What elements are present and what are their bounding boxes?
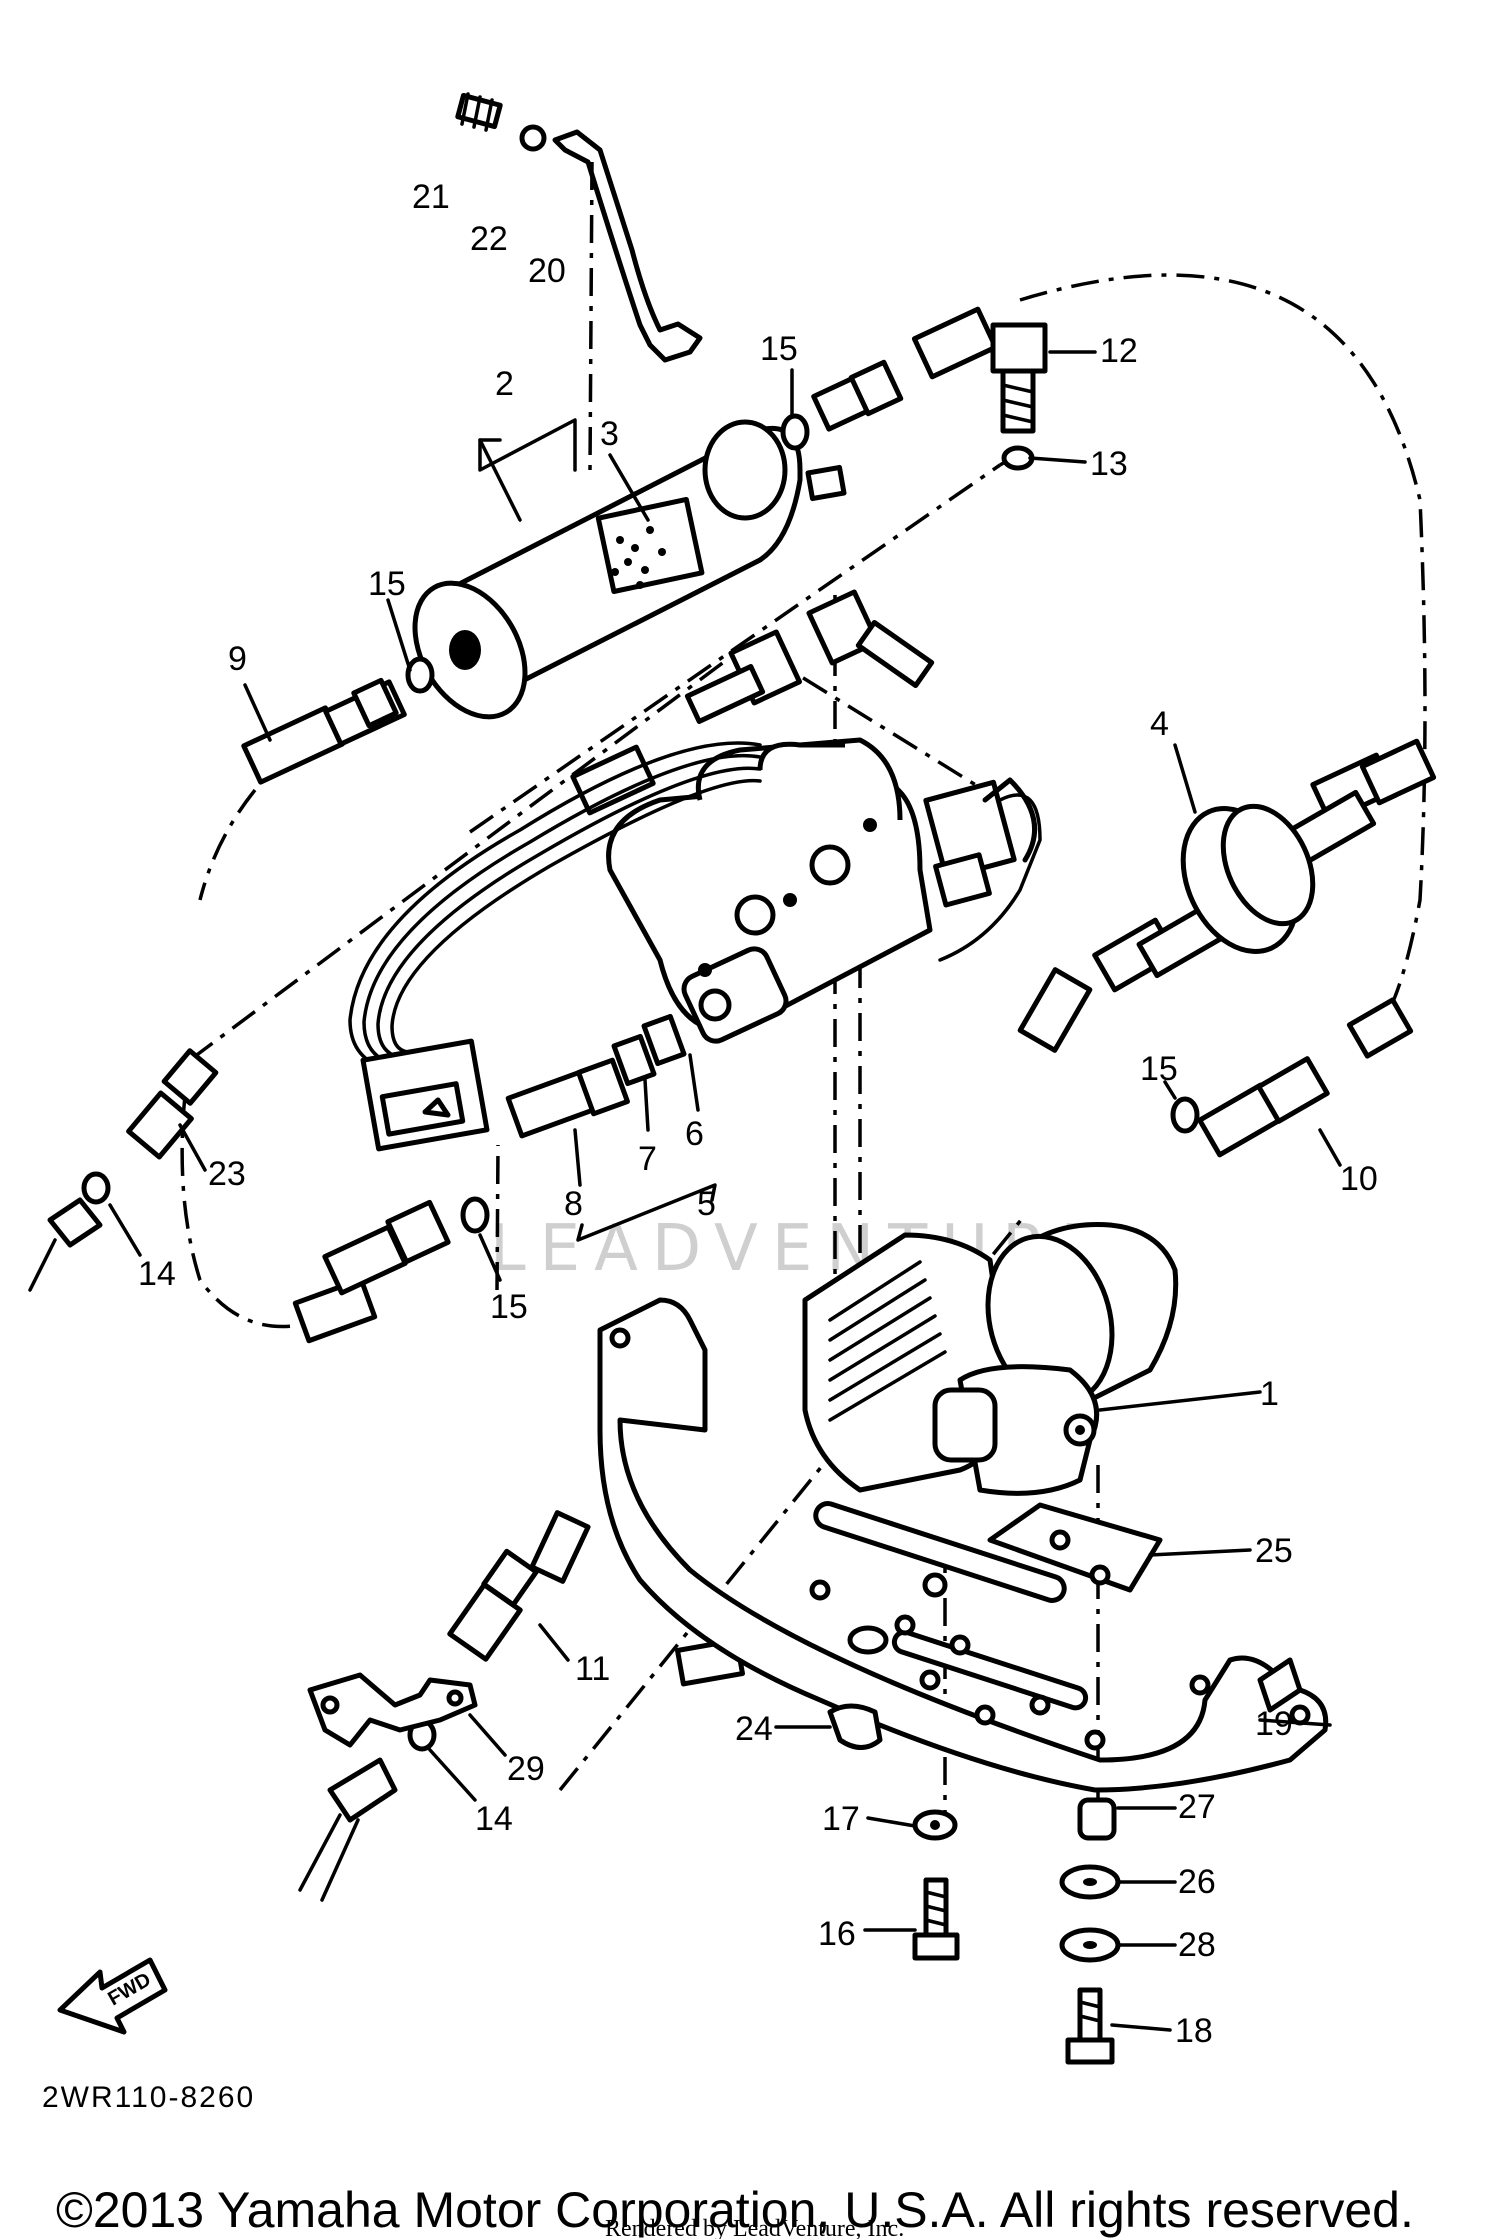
label-25: 25 bbox=[1255, 1532, 1293, 1570]
copyright-notice: ©2013 Yamaha Motor Corporation, U.S.A. A… bbox=[56, 2182, 1414, 2238]
label-17: 17 bbox=[822, 1800, 860, 1838]
label-15-left: 15 bbox=[368, 565, 406, 603]
label-9: 9 bbox=[228, 640, 247, 678]
label-14-lower: 14 bbox=[475, 1800, 513, 1838]
hardware bbox=[827, 1703, 1121, 2065]
wire-harness bbox=[348, 741, 1042, 1152]
bracket-part-29 bbox=[307, 1672, 478, 1748]
label-8: 8 bbox=[564, 1185, 583, 1223]
label-21: 21 bbox=[412, 178, 450, 216]
fittings bbox=[28, 322, 1330, 1902]
label-6: 6 bbox=[685, 1115, 704, 1153]
label-15-bottom: 15 bbox=[490, 1288, 528, 1326]
pump-motor-part-1 bbox=[802, 1222, 1179, 1496]
label-16: 16 bbox=[818, 1915, 856, 1953]
label-15-right: 15 bbox=[1140, 1050, 1178, 1088]
label-15-top: 15 bbox=[760, 330, 798, 368]
label-18: 18 bbox=[1175, 2012, 1213, 2050]
diagram-code: 2WR110-8260 bbox=[42, 2081, 255, 2114]
label-23: 23 bbox=[208, 1155, 246, 1193]
mounting-bracket-part-19 bbox=[597, 1297, 1329, 1793]
rendered-by-notice: Rendered by LeadVenture, Inc. bbox=[605, 2216, 904, 2239]
label-leaders bbox=[108, 350, 1342, 2032]
label-4: 4 bbox=[1150, 705, 1169, 743]
part-labels: 1 2 3 4 5 6 7 8 9 10 11 12 13 14 14 15 1… bbox=[138, 178, 1378, 2050]
filter-part-4 bbox=[1136, 789, 1377, 979]
label-12: 12 bbox=[1100, 332, 1138, 370]
o-rings bbox=[81, 413, 1200, 1752]
label-5: 5 bbox=[697, 1185, 716, 1223]
label-24: 24 bbox=[735, 1710, 773, 1748]
label-13: 13 bbox=[1090, 445, 1128, 483]
bracket-assembly bbox=[455, 92, 703, 363]
label-7: 7 bbox=[638, 1140, 657, 1178]
label-29: 29 bbox=[507, 1750, 545, 1788]
label-3: 3 bbox=[600, 415, 619, 453]
label-2: 2 bbox=[495, 365, 514, 403]
plate-part-25 bbox=[987, 1502, 1163, 1593]
fwd-arrow-icon: FWD bbox=[57, 1957, 168, 2035]
label-20: 20 bbox=[528, 252, 566, 290]
label-14-upper: 14 bbox=[138, 1255, 176, 1293]
label-28: 28 bbox=[1178, 1926, 1216, 1964]
label-22: 22 bbox=[470, 220, 508, 258]
label-26: 26 bbox=[1178, 1863, 1216, 1901]
label-11: 11 bbox=[575, 1650, 610, 1688]
label-27: 27 bbox=[1178, 1788, 1216, 1826]
label-10: 10 bbox=[1340, 1160, 1378, 1198]
hoses bbox=[241, 306, 1437, 1687]
label-1: 1 bbox=[1260, 1375, 1279, 1413]
label-19: 19 bbox=[1255, 1705, 1293, 1743]
label-speckle bbox=[611, 526, 666, 589]
